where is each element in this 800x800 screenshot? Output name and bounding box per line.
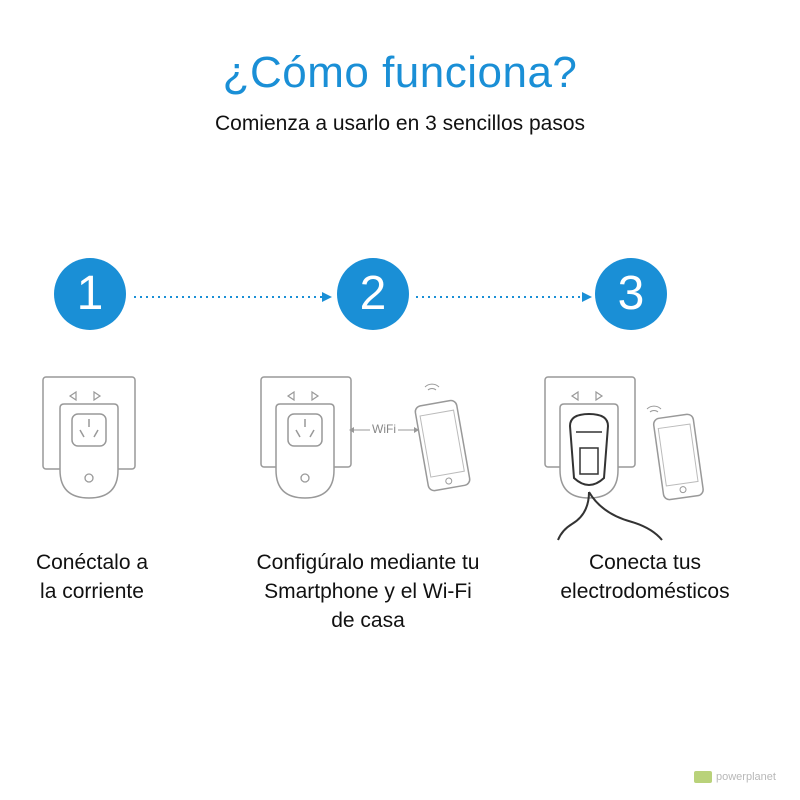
page-title: ¿Cómo funciona? — [222, 48, 578, 97]
step-3-illustration — [542, 374, 722, 549]
arrow-right-icon — [416, 292, 592, 302]
step-1-caption: Conéctalo a la corriente — [12, 548, 172, 606]
step-1-2-connector — [134, 292, 334, 302]
plug-socket-icon — [42, 376, 136, 499]
steps-timeline: 1 2 3 — [0, 258, 800, 338]
step-2-caption-line: de casa — [331, 609, 405, 632]
watermark: powerplanet — [694, 768, 776, 786]
wifi-label: WiFi — [372, 422, 396, 436]
step-1-illustration — [40, 374, 180, 519]
plug-socket-icon — [260, 376, 471, 499]
step-1-caption-line: la corriente — [40, 580, 144, 603]
step-2-illustration — [258, 374, 478, 519]
step-2-caption-line: Configúralo mediante tu — [256, 551, 480, 574]
arrow-right-icon — [134, 292, 332, 302]
step-2-badge: 2 — [337, 258, 409, 330]
step-1-caption-line: Conéctalo a — [35, 551, 149, 574]
step-3-caption-line: Conecta tus — [588, 551, 702, 574]
smartphone-icon — [414, 399, 471, 492]
step-2-3-connector — [416, 292, 594, 302]
smartphone-icon — [652, 413, 704, 501]
step-2-caption: Configúralo mediante tu Smartphone y el … — [218, 548, 518, 635]
step-2-caption-line: Smartphone y el Wi-Fi — [264, 580, 472, 603]
page-subtitle: Comienza a usarlo en 3 sencillos pasos — [214, 112, 586, 135]
step-3-badge: 3 — [595, 258, 667, 330]
watermark-text: powerplanet — [716, 771, 776, 783]
step-3-caption-line: electrodomésticos — [560, 580, 730, 603]
power-cord-icon — [557, 412, 663, 541]
wifi-signal-icon — [424, 383, 440, 391]
plug-socket-icon — [544, 376, 704, 541]
step-1-badge: 1 — [54, 258, 126, 330]
step-3-caption: Conecta tus electrodomésticos — [530, 548, 760, 606]
watermark-logo — [694, 771, 712, 783]
wifi-signal-icon — [646, 405, 662, 413]
